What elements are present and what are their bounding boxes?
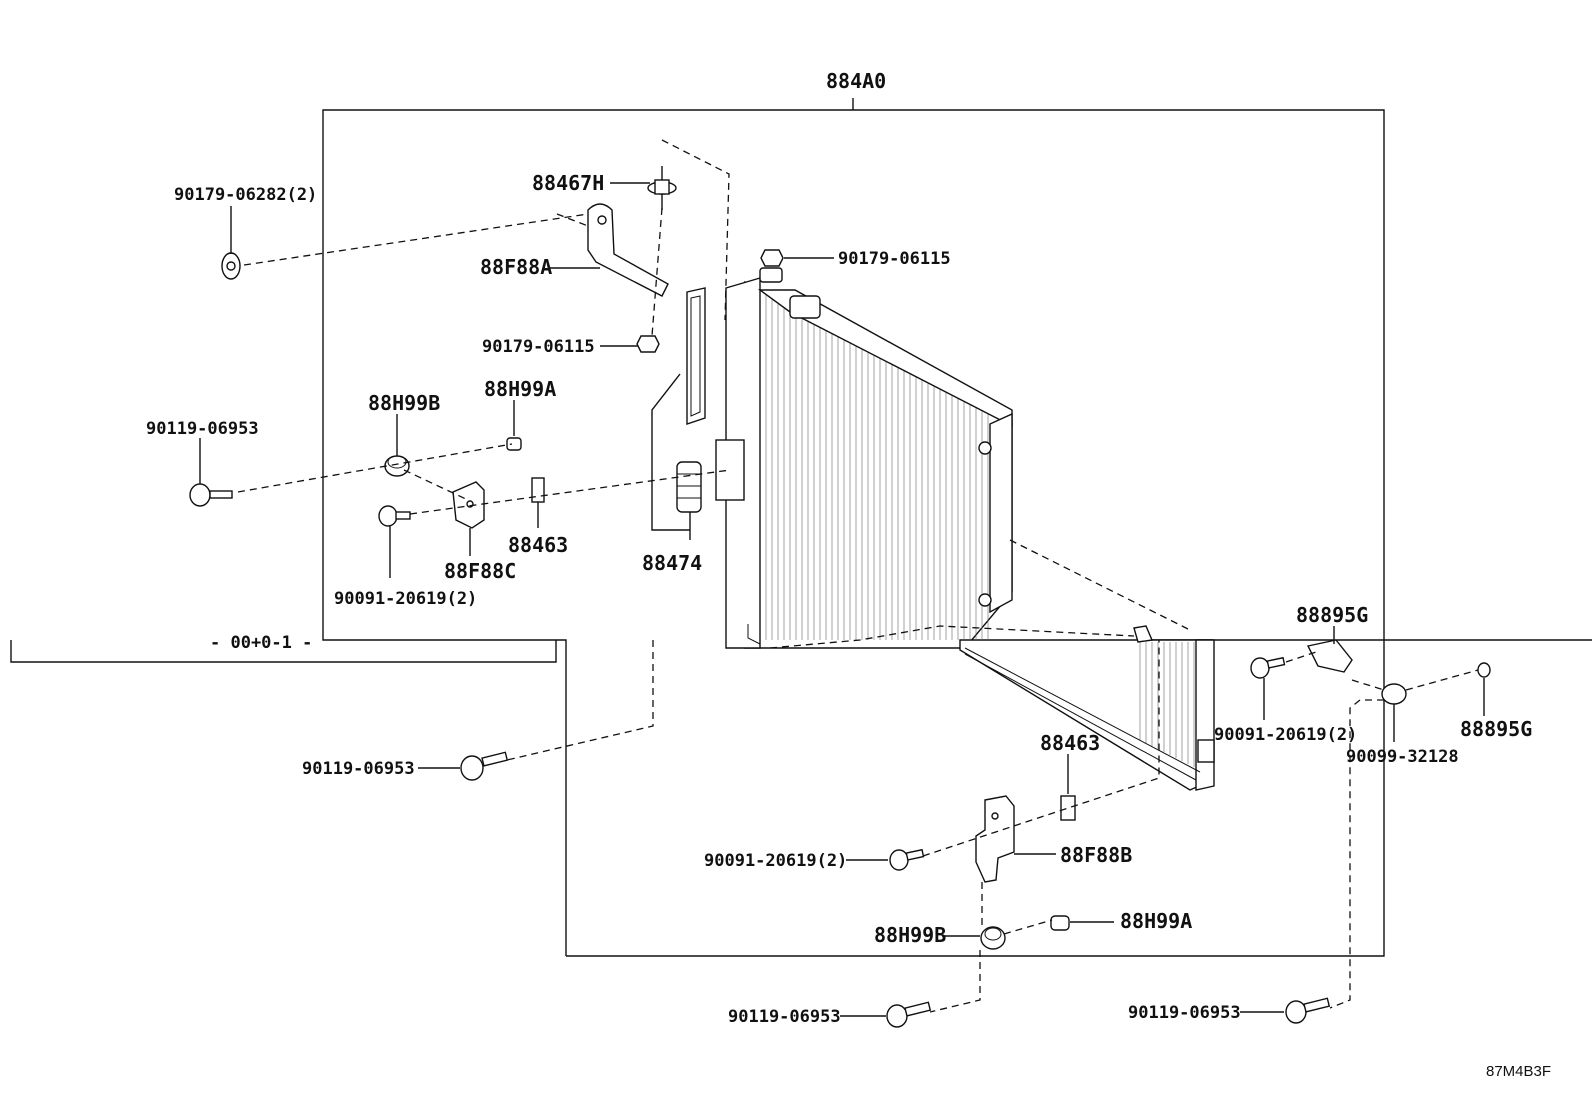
callout-90119-06953-upper: 90119-06953 — [146, 419, 259, 439]
callout-88F88A: 88F88A — [480, 255, 552, 279]
bolt-90119-06953-bottom-right — [1285, 997, 1331, 1024]
callout-90179-06115-left: 90179-06115 — [482, 337, 595, 357]
callout-90179-06115-right: 90179-06115 — [838, 249, 951, 269]
bolt-90119-06953-upper — [189, 483, 233, 507]
stub-bracket-mid — [1133, 625, 1154, 643]
bracket-88895G — [1306, 639, 1353, 673]
nut-90179-06115-b — [760, 249, 784, 267]
svg-text:- 00+0-1 -: - 00+0-1 - — [210, 633, 312, 653]
callout-90119-06953-bottom: 90119-06953 — [728, 1007, 841, 1027]
bolt-90091-20619-lower — [889, 848, 925, 871]
retainer-88463-upper — [531, 477, 545, 503]
leader-lines — [199, 182, 1485, 1017]
insulator-88467H — [647, 166, 677, 210]
drawing-id: 87M4B3F — [1486, 1063, 1551, 1080]
callout-88467H: 88467H — [532, 171, 604, 195]
callout-90179-06282: 90179-06282(2) — [174, 185, 317, 205]
callout-90099-32128: 90099-32128 — [1346, 747, 1459, 767]
callout-90091-20619-right: 90091-20619(2) — [1214, 725, 1357, 745]
callout-88F88B: 88F88B — [1060, 843, 1132, 867]
callout-90091-20619-lower: 90091-20619(2) — [704, 851, 847, 871]
callout-88895G-upper: 88895G — [1296, 603, 1368, 627]
bolt-90091-20619-right — [1250, 656, 1286, 679]
bolt-90119-06953-bottom — [886, 1001, 932, 1028]
callout-88H99A-upper: 88H99A — [484, 377, 556, 401]
seal-strip-88474 — [651, 287, 706, 531]
callout-88474: 88474 — [642, 551, 702, 575]
cushion-88H99A-lower — [1050, 915, 1070, 931]
clip-88895G — [1477, 662, 1491, 678]
cushion-88H99A-upper — [506, 437, 522, 451]
callout-90119-06953-mid: 90119-06953 — [302, 759, 415, 779]
cushion-88H99B-lower — [980, 926, 1006, 950]
callout-88463-upper: 88463 — [508, 533, 568, 557]
bracket-88F88C — [452, 481, 485, 529]
callout-90091-20619-left: 90091-20619(2) — [334, 589, 477, 609]
condenser-core — [715, 267, 1215, 791]
callout-88F88C: 88F88C — [444, 559, 516, 583]
cushion-88H99B-upper — [384, 455, 410, 477]
assembly-label: 884A0 — [826, 69, 886, 93]
nut-90179-06115-a — [636, 335, 660, 353]
stub-bracket-left — [747, 624, 761, 645]
callout-88H99B-lower: 88H99B — [874, 923, 946, 947]
nut-90179-06282 — [221, 252, 241, 280]
cushion-90099-32128 — [1381, 683, 1407, 705]
callout-88H99A-lower: 88H99A — [1120, 909, 1192, 933]
bracket-88F88A — [587, 203, 669, 297]
assembly-frame — [322, 98, 1385, 957]
inset-panel-left: - 00+0-1 - — [10, 633, 557, 663]
callout-88H99B-upper: 88H99B — [368, 391, 440, 415]
bolt-90119-06953-mid — [460, 751, 509, 781]
callout-90119-06953-bottom-right: 90119-06953 — [1128, 1003, 1241, 1023]
bolt-90091-20619-left — [378, 505, 411, 527]
assembly-guide-lines — [237, 139, 1479, 1013]
callout-88895G-lower: 88895G — [1460, 717, 1532, 741]
callout-88463-lower: 88463 — [1040, 731, 1100, 755]
spacer-88474 — [676, 461, 702, 513]
retainer-88463-lower — [1060, 795, 1076, 821]
bracket-88F88B — [975, 795, 1015, 883]
